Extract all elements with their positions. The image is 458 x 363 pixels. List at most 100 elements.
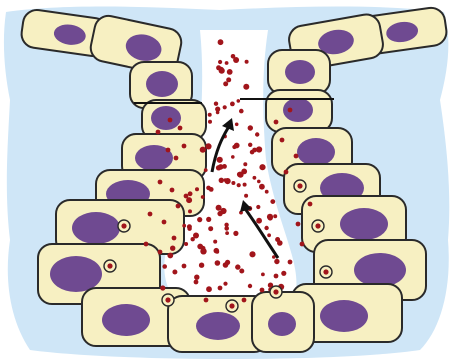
- secretory-granule-icon: [182, 144, 187, 149]
- secretory-granule-icon: [245, 60, 249, 64]
- secretory-granule-icon: [208, 120, 212, 124]
- secretory-granule-icon: [205, 143, 211, 149]
- secretory-granule-icon: [224, 178, 228, 182]
- secretory-granule-icon: [160, 285, 165, 290]
- secretory-granule-icon: [206, 286, 212, 292]
- secretory-granule-icon: [158, 250, 163, 255]
- secretory-granule-icon: [194, 280, 199, 285]
- secretory-granule-icon: [174, 156, 179, 161]
- epithelial-cell: [252, 292, 314, 352]
- secretory-granule-icon: [206, 217, 211, 222]
- secretory-granule-icon: [241, 169, 247, 175]
- secretory-granule-icon: [158, 180, 163, 185]
- secretory-granule-icon: [107, 263, 112, 268]
- secretory-granule-icon: [172, 236, 177, 241]
- secretory-granule-icon: [170, 188, 175, 193]
- secretory-granule-icon: [176, 204, 181, 209]
- secretory-granule-icon: [224, 223, 228, 227]
- secretory-granule-icon: [274, 259, 279, 264]
- secretory-granule-icon: [261, 273, 265, 277]
- secretory-granule-icon: [167, 253, 173, 259]
- nucleus-icon: [50, 256, 102, 292]
- secretory-granule-icon: [184, 194, 189, 199]
- secretory-granule-icon: [256, 205, 260, 209]
- secretory-granule-icon: [297, 183, 302, 188]
- secretory-granule-icon: [243, 84, 249, 90]
- secretory-granule-icon: [257, 180, 261, 184]
- secretory-granule-icon: [216, 165, 221, 170]
- secretory-granule-icon: [273, 214, 277, 218]
- secretory-granule-icon: [237, 183, 241, 187]
- secretory-granule-icon: [243, 162, 247, 166]
- secretory-granule-icon: [225, 61, 229, 65]
- secretory-granule-icon: [256, 218, 262, 224]
- secretory-granule-icon: [148, 212, 153, 217]
- secretory-granule-icon: [259, 184, 265, 190]
- secretory-granule-icon: [239, 109, 244, 114]
- secretory-granule-icon: [233, 231, 238, 236]
- secretory-granule-icon: [215, 107, 220, 112]
- secretory-granule-icon: [274, 120, 279, 125]
- secretory-granule-icon: [274, 274, 279, 279]
- secretory-granule-icon: [182, 264, 187, 269]
- secretory-granule-icon: [226, 77, 231, 82]
- secretory-granule-icon: [206, 186, 211, 191]
- secretory-granule-icon: [265, 190, 269, 194]
- secretory-granule-icon: [323, 269, 328, 274]
- secretory-granule-icon: [243, 183, 247, 187]
- secretory-granule-icon: [273, 289, 278, 294]
- secretory-granule-icon: [215, 260, 221, 266]
- secretory-granule-icon: [249, 251, 255, 257]
- nucleus-icon: [268, 312, 296, 336]
- secretory-granule-icon: [191, 237, 195, 241]
- secretory-granule-icon: [284, 170, 289, 175]
- secretory-granule-icon: [199, 263, 204, 268]
- nucleus-icon: [72, 212, 120, 244]
- secretory-granule-icon: [248, 284, 252, 288]
- secretory-granule-icon: [248, 143, 252, 147]
- secretory-granule-icon: [264, 226, 268, 230]
- secretory-granule-icon: [231, 181, 235, 185]
- secretory-granule-icon: [223, 81, 228, 86]
- secretory-granule-icon: [225, 231, 229, 235]
- secretory-granule-icon: [178, 126, 183, 131]
- secretory-granule-icon: [255, 132, 259, 136]
- secretory-granule-icon: [267, 214, 273, 220]
- secretory-granule-icon: [219, 67, 224, 72]
- nucleus-icon: [354, 253, 406, 287]
- secretory-granule-icon: [230, 102, 235, 107]
- secretory-granule-icon: [208, 226, 213, 231]
- nucleus-icon: [102, 304, 150, 336]
- secretory-granule-icon: [184, 242, 188, 246]
- secretory-granule-icon: [260, 288, 265, 293]
- secretory-granule-icon: [229, 303, 234, 308]
- secretory-granule-icon: [256, 146, 262, 152]
- secretory-granule-icon: [197, 244, 203, 250]
- secretory-granule-icon: [237, 99, 241, 103]
- secretory-granule-icon: [214, 102, 218, 106]
- epithelial-cell: [268, 50, 330, 94]
- secretory-granule-icon: [248, 125, 253, 130]
- secretory-granule-icon: [187, 224, 192, 229]
- secretory-granule-icon: [218, 39, 224, 45]
- nucleus-icon: [196, 312, 240, 340]
- secretory-granule-icon: [242, 298, 247, 303]
- secretory-granule-icon: [231, 155, 235, 159]
- secretory-granule-icon: [204, 168, 208, 172]
- secretory-granule-icon: [281, 271, 286, 276]
- secretory-granule-icon: [253, 176, 257, 180]
- secretory-granule-icon: [239, 269, 244, 274]
- secretory-granule-icon: [194, 275, 199, 280]
- secretory-granule-icon: [165, 297, 170, 302]
- secretory-granule-icon: [162, 220, 167, 225]
- secretory-granule-icon: [188, 209, 192, 213]
- secretory-granule-icon: [296, 222, 301, 227]
- secretory-granule-icon: [218, 286, 223, 291]
- secretory-granule-icon: [235, 264, 240, 269]
- secretory-granule-icon: [195, 187, 199, 191]
- secretory-granule-icon: [182, 224, 186, 228]
- secretory-granule-icon: [156, 130, 161, 135]
- nucleus-icon: [151, 106, 181, 130]
